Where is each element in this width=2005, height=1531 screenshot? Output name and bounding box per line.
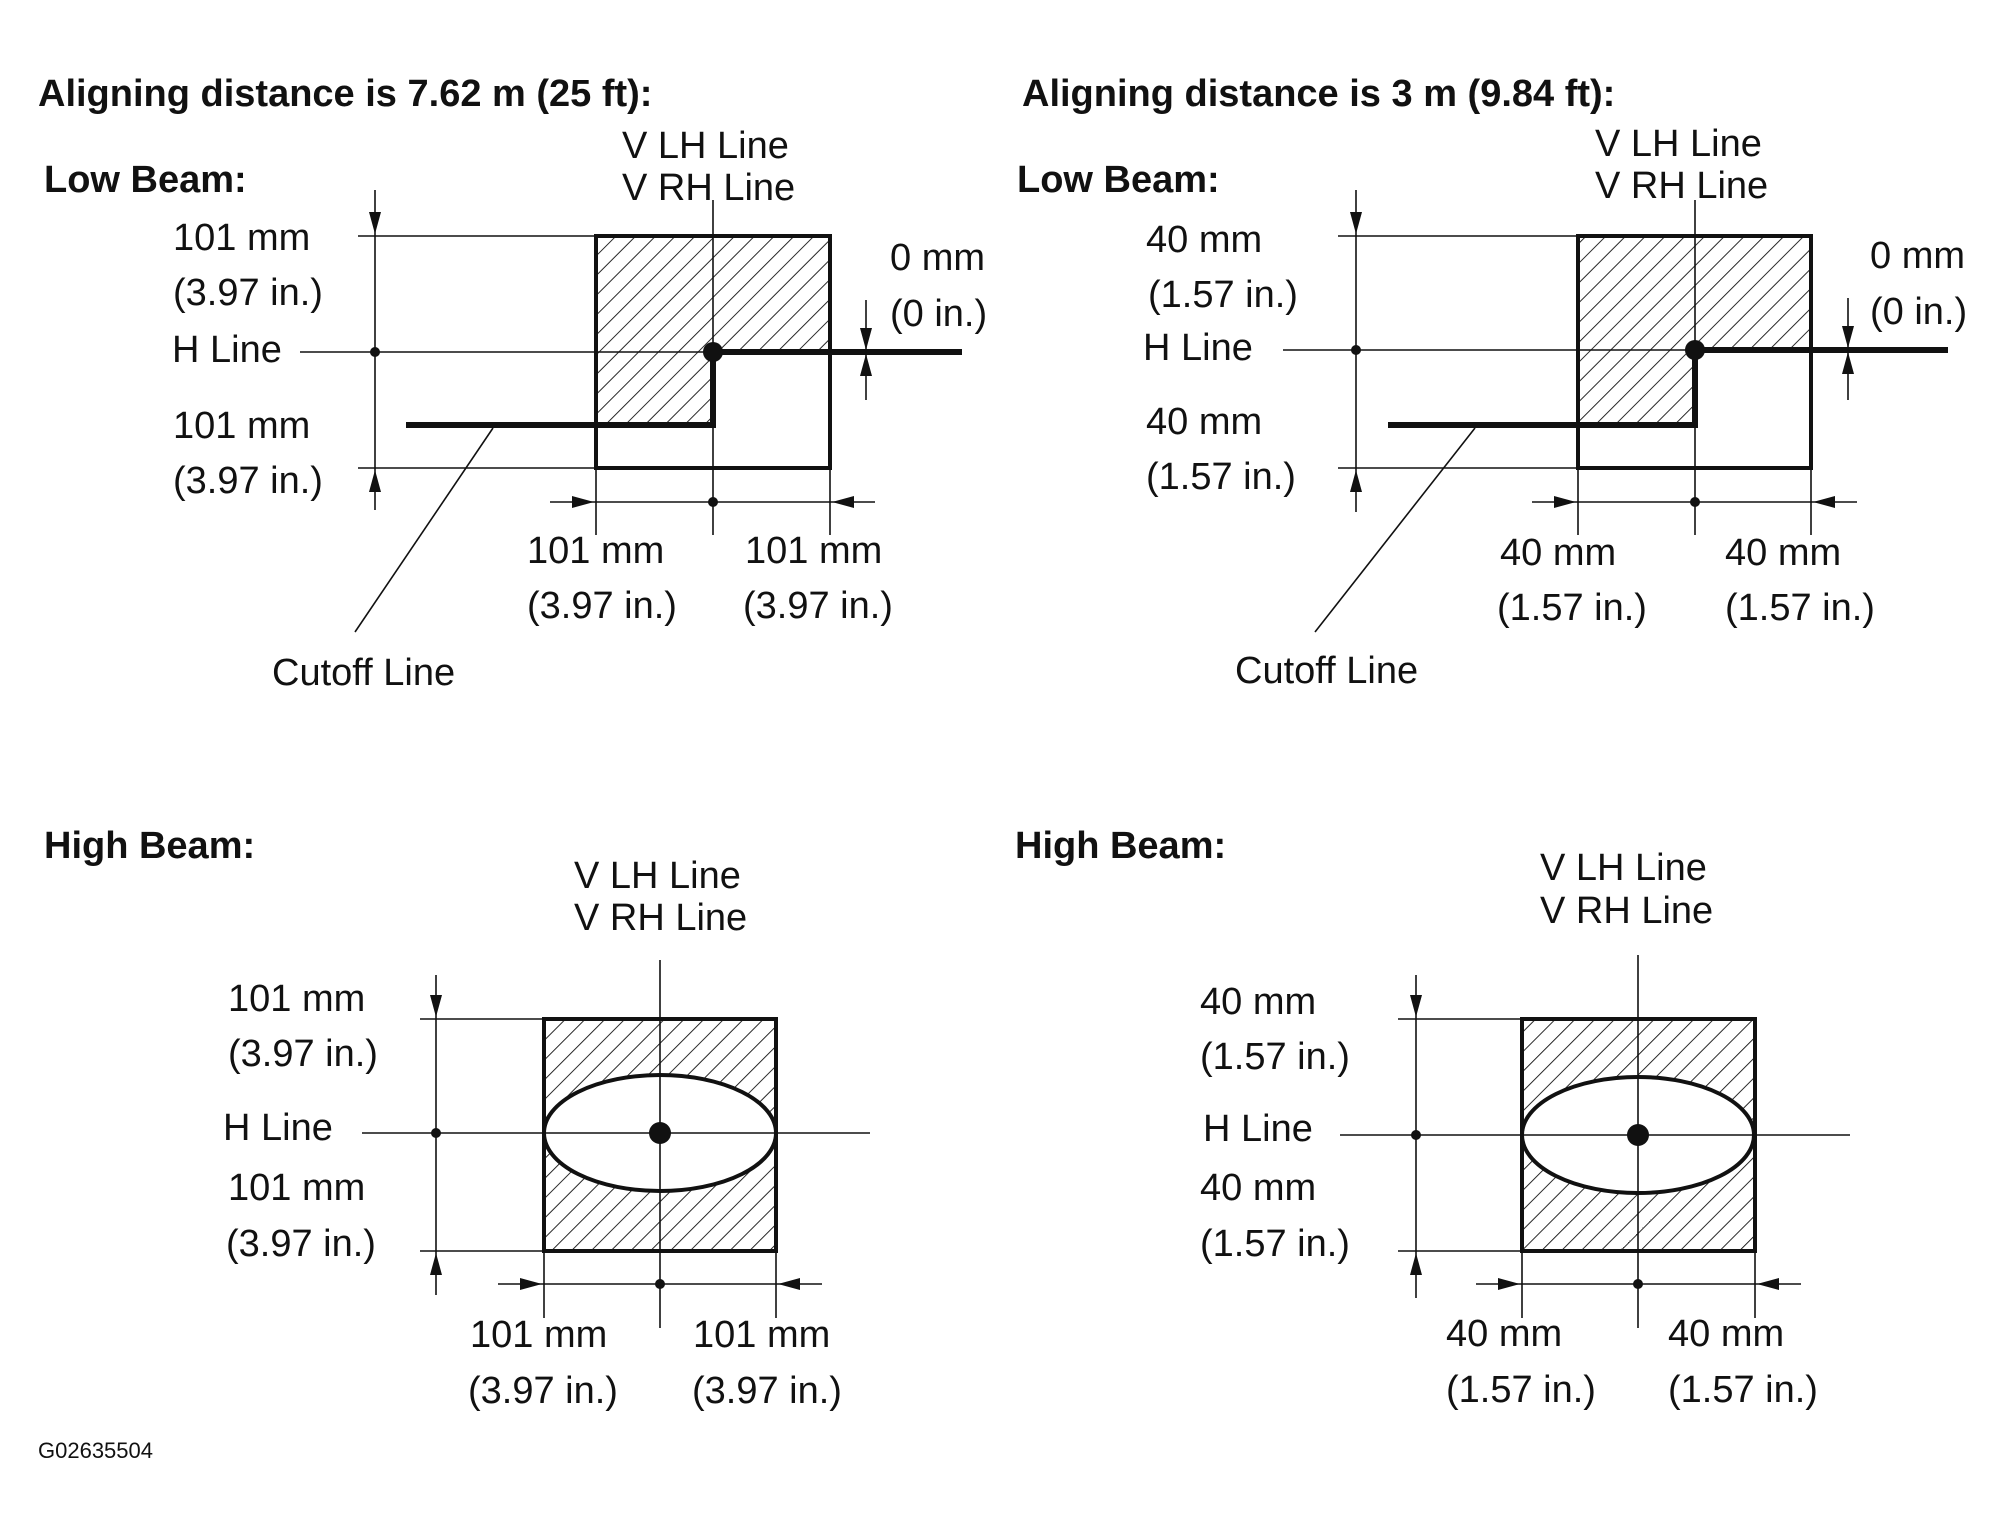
left-low-beam-label: Low Beam: — [44, 159, 247, 201]
left-low-offset-mm: 0 mm — [890, 237, 985, 279]
right-low-left-arrow — [1554, 496, 1576, 508]
left-low-v-rh-label: V RH Line — [622, 167, 795, 209]
left-low-left-in: (3.97 in.) — [527, 585, 677, 627]
right-low-v-rh-label: V RH Line — [1595, 165, 1768, 207]
right-high-bottom-arrow — [1410, 1253, 1422, 1275]
left-high-left-in: (3.97 in.) — [468, 1370, 618, 1412]
right-high-bottom-in: (1.57 in.) — [1200, 1223, 1350, 1265]
left-high-right-in: (3.97 in.) — [692, 1370, 842, 1412]
right-low-cutoff-line — [1388, 347, 1948, 428]
right-low-top-mm: 40 mm — [1146, 219, 1262, 261]
right-high-right-mm: 40 mm — [1668, 1313, 1784, 1355]
left-high-bottom-in: (3.97 in.) — [226, 1223, 376, 1265]
right-high-top-arrow — [1410, 995, 1422, 1017]
left-high-beam-label: High Beam: — [44, 825, 255, 867]
left-low-cutoff-label: Cutoff Line — [272, 652, 455, 694]
left-low-center-point — [703, 342, 723, 362]
right-high-left-arrow — [1498, 1278, 1520, 1290]
left-high-right-mm: 101 mm — [693, 1314, 830, 1356]
right-high-h-line-label: H Line — [1203, 1108, 1313, 1150]
left-low-cutoff-leader — [354, 427, 494, 633]
right-high-right-arrow — [1757, 1278, 1779, 1290]
left-high-top-in: (3.97 in.) — [228, 1033, 378, 1075]
left-low-offset-in: (0 in.) — [890, 293, 987, 335]
right-high-beam-diagram: High Beam: V LH Line V RH Line 40 mm (1.… — [1015, 825, 1850, 1411]
left-low-bottom-in: (3.97 in.) — [173, 460, 323, 502]
left-low-top-mm: 101 mm — [173, 217, 310, 259]
left-low-left-arrow — [572, 496, 594, 508]
left-high-bottom-arrow — [430, 1253, 442, 1275]
left-low-top-in: (3.97 in.) — [173, 272, 323, 314]
right-title: Aligning distance is 3 m (9.84 ft): — [1022, 73, 1615, 115]
right-high-left-mm: 40 mm — [1446, 1313, 1562, 1355]
right-low-v-lh-label: V LH Line — [1595, 123, 1762, 165]
left-low-left-mm: 101 mm — [527, 530, 664, 572]
left-low-h-line-label: H Line — [172, 329, 282, 371]
right-low-center-point — [1685, 340, 1705, 360]
right-high-v-lh-label: V LH Line — [1540, 847, 1707, 889]
right-high-center-point — [1627, 1124, 1649, 1146]
left-low-top-arrow — [369, 212, 381, 234]
left-low-bottom-arrow — [369, 470, 381, 492]
left-low-right-arrow — [832, 496, 854, 508]
right-low-cutoff-leader — [1314, 427, 1476, 633]
right-low-bottom-in: (1.57 in.) — [1146, 456, 1296, 498]
left-low-right-in: (3.97 in.) — [743, 585, 893, 627]
right-high-beam-label: High Beam: — [1015, 825, 1226, 867]
right-high-v-rh-label: V RH Line — [1540, 890, 1713, 932]
right-low-offset-in: (0 in.) — [1870, 291, 1967, 333]
left-low-right-mm: 101 mm — [745, 530, 882, 572]
left-high-v-lh-label: V LH Line — [574, 855, 741, 897]
right-low-right-mm: 40 mm — [1725, 532, 1841, 574]
right-low-right-in: (1.57 in.) — [1725, 587, 1875, 629]
right-low-beam-diagram: Aligning distance is 3 m (9.84 ft): Low … — [1017, 73, 1967, 692]
right-low-top-arrow — [1350, 212, 1362, 234]
left-high-top-mm: 101 mm — [228, 978, 365, 1020]
left-low-v-lh-label: V LH Line — [622, 125, 789, 167]
right-low-cutoff-label: Cutoff Line — [1235, 650, 1418, 692]
right-low-bottom-mm: 40 mm — [1146, 401, 1262, 443]
left-low-cutoff-line — [406, 349, 962, 428]
left-high-center-point — [649, 1122, 671, 1144]
left-low-bottom-mm: 101 mm — [173, 405, 310, 447]
right-low-bottom-arrow — [1350, 470, 1362, 492]
figure-code: G02635504 — [38, 1438, 153, 1463]
right-low-right-arrow — [1813, 496, 1835, 508]
left-high-top-arrow — [430, 995, 442, 1017]
right-low-left-mm: 40 mm — [1500, 532, 1616, 574]
right-high-right-in: (1.57 in.) — [1668, 1369, 1818, 1411]
left-high-left-arrow — [520, 1278, 542, 1290]
left-high-h-line-label: H Line — [223, 1107, 333, 1149]
left-high-v-rh-label: V RH Line — [574, 897, 747, 939]
right-high-left-in: (1.57 in.) — [1446, 1369, 1596, 1411]
left-high-right-arrow — [778, 1278, 800, 1290]
right-low-h-line-label: H Line — [1143, 327, 1253, 369]
right-high-top-mm: 40 mm — [1200, 981, 1316, 1023]
right-low-top-in: (1.57 in.) — [1148, 274, 1298, 316]
right-low-beam-label: Low Beam: — [1017, 159, 1220, 201]
right-low-left-in: (1.57 in.) — [1497, 587, 1647, 629]
left-high-beam-diagram: High Beam: V LH Line V RH Line 101 mm (3… — [44, 825, 870, 1412]
left-low-beam-diagram: Aligning distance is 7.62 m (25 ft): Low… — [38, 73, 987, 694]
right-low-offset-mm: 0 mm — [1870, 235, 1965, 277]
left-high-bottom-mm: 101 mm — [228, 1167, 365, 1209]
right-high-bottom-mm: 40 mm — [1200, 1167, 1316, 1209]
left-title: Aligning distance is 7.62 m (25 ft): — [38, 73, 652, 115]
left-high-left-mm: 101 mm — [470, 1314, 607, 1356]
right-high-top-in: (1.57 in.) — [1200, 1036, 1350, 1078]
